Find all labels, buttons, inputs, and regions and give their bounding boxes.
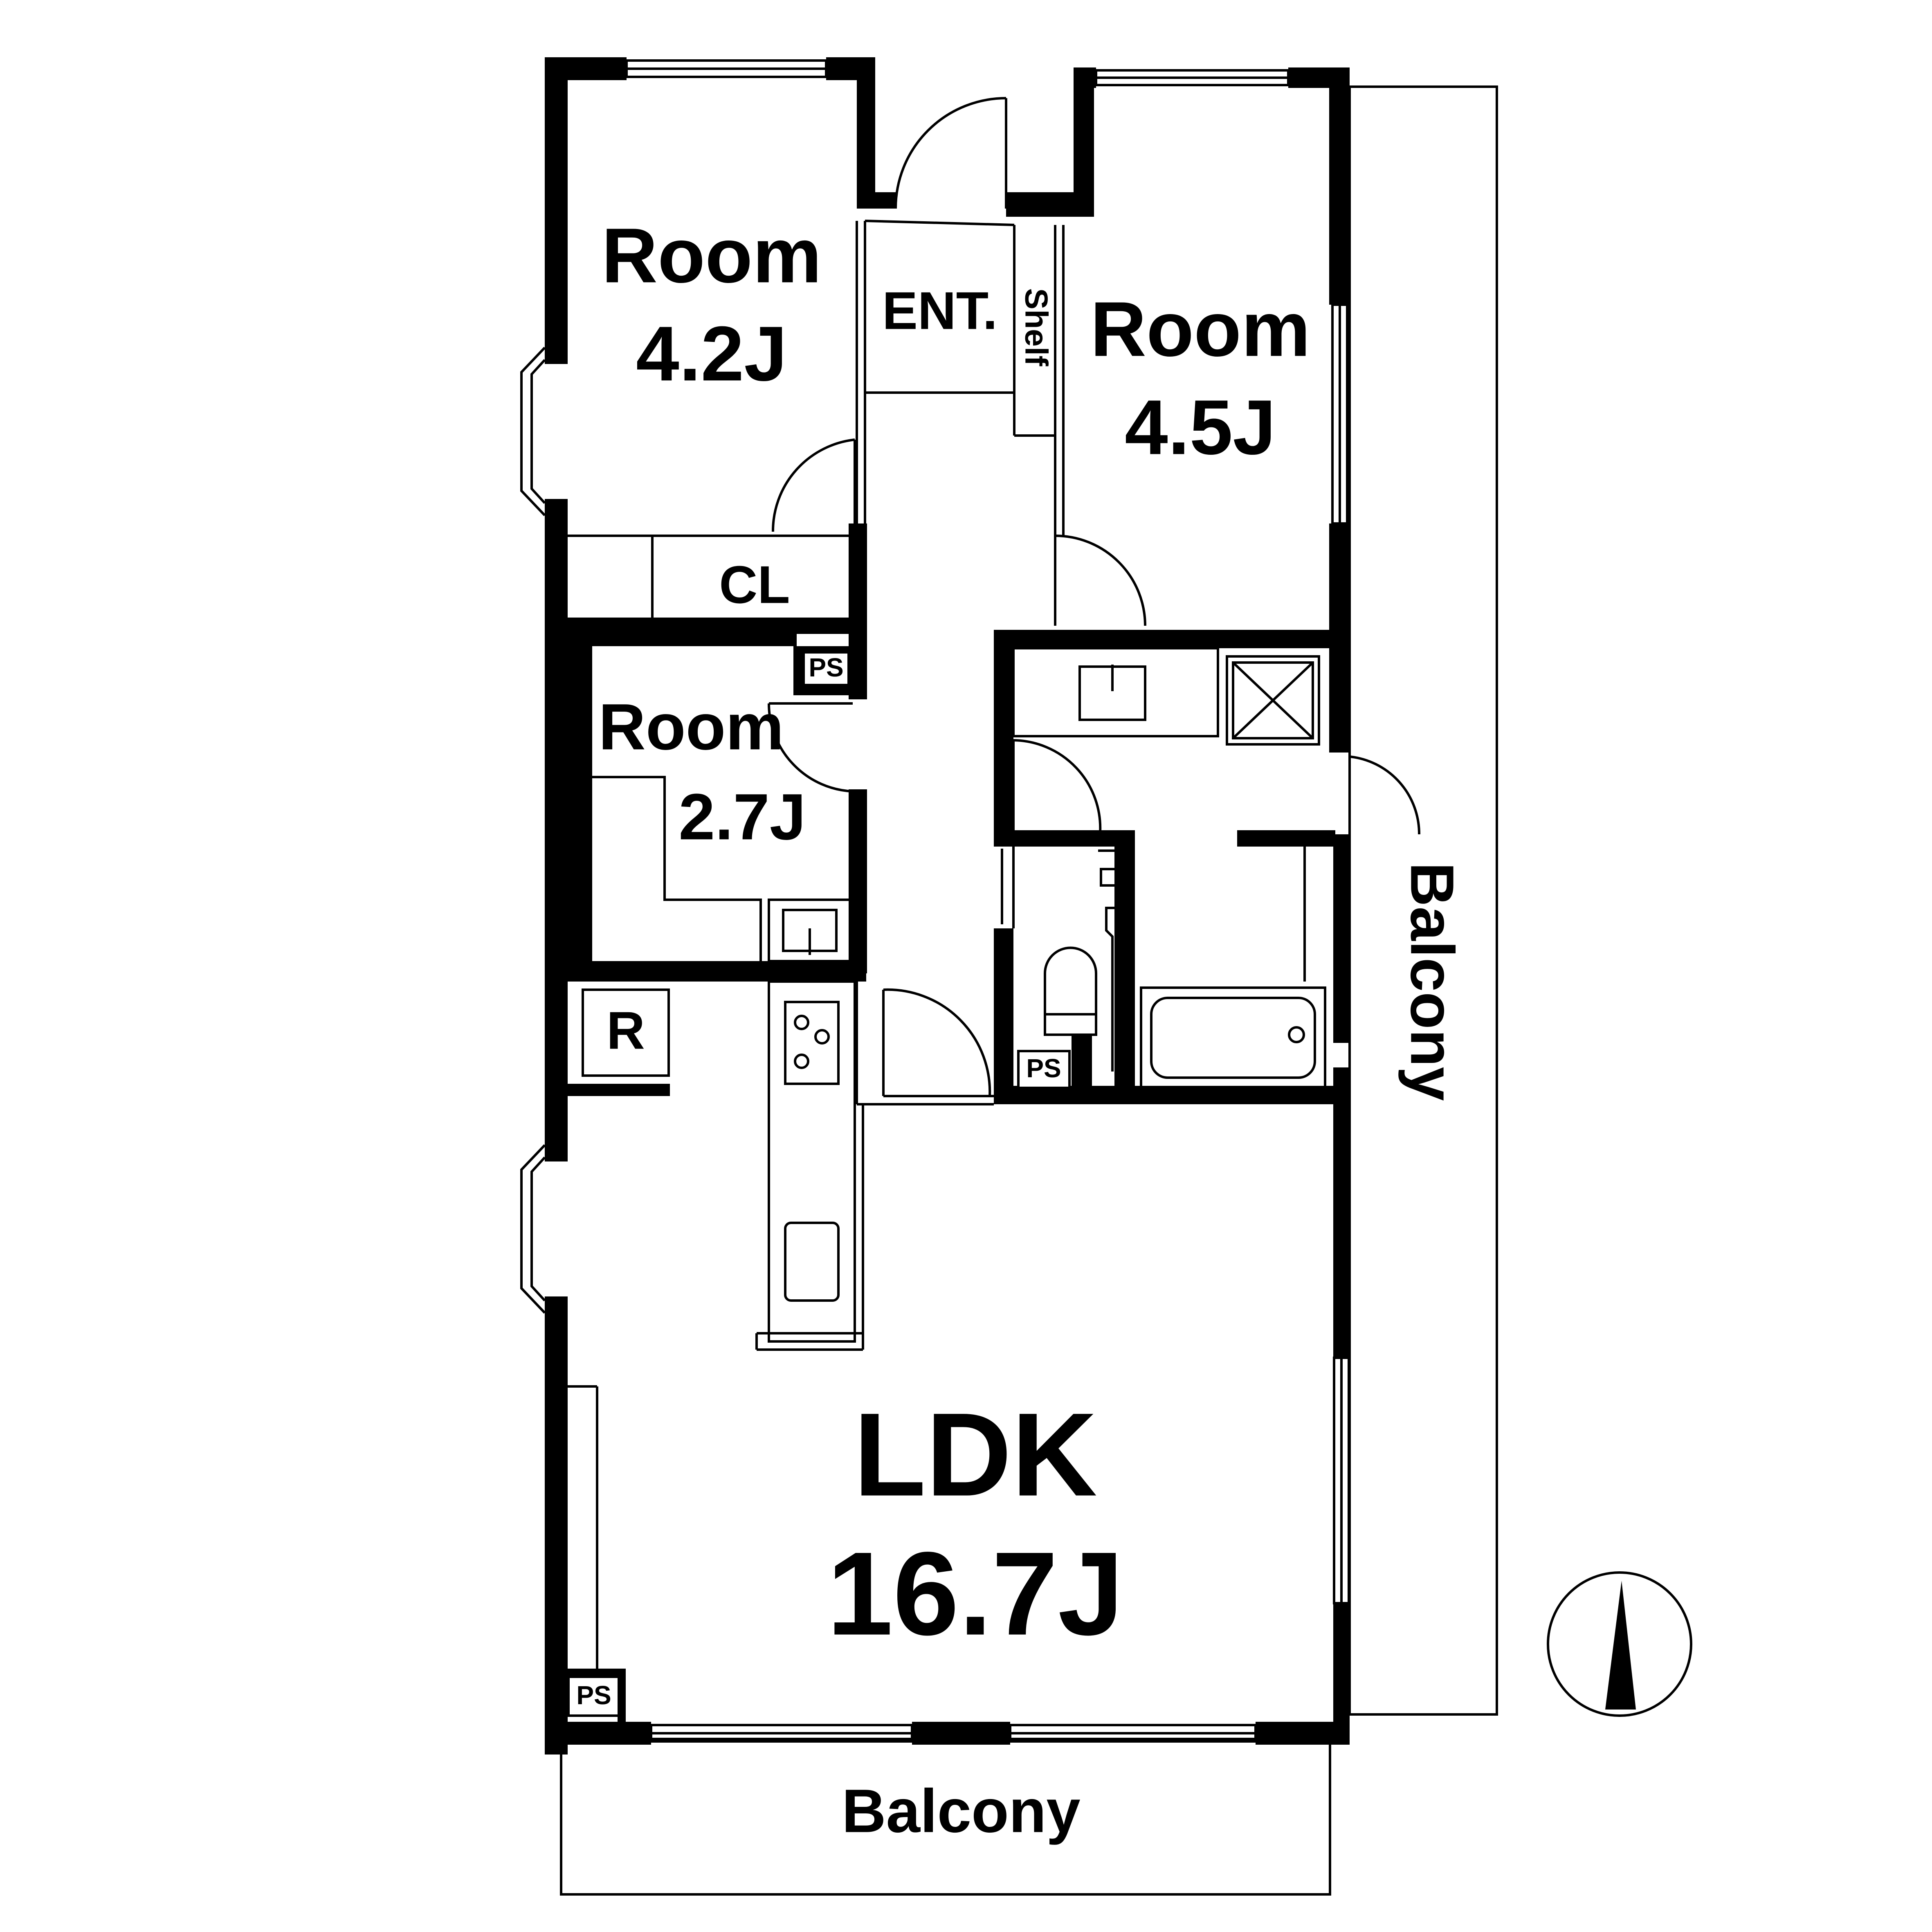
ldk-size: 16.7J: [827, 1528, 1124, 1660]
ps-box-toilet: [1017, 1050, 1071, 1089]
room-b-name: Room: [1090, 286, 1310, 373]
ps-box-room: [802, 651, 850, 686]
ps-label-ldk: PS: [576, 1680, 611, 1710]
north-arrow-icon: [1547, 1571, 1692, 1717]
ldk-name: LDK: [854, 1388, 1097, 1521]
outer-walls: [545, 57, 1350, 1755]
partitions: [568, 220, 1306, 1669]
ps-label-room: PS: [809, 653, 843, 682]
shelf-label: Shelf: [1018, 288, 1054, 367]
wash-basin: [1012, 647, 1219, 737]
fixtures: [582, 647, 1326, 1302]
room-c-size: 2.7J: [678, 780, 806, 853]
toilet: [1098, 849, 1120, 1072]
entrance-label: ENT.: [882, 281, 997, 340]
bathtub: [1140, 986, 1326, 1089]
ps-label-toilet: PS: [1026, 1054, 1061, 1083]
closet-label: CL: [719, 555, 790, 614]
room-a-name: Room: [602, 212, 822, 299]
stove: [784, 1001, 840, 1085]
balcony-side-label: Balcony: [1398, 862, 1467, 1101]
room-b-size: 4.5J: [1125, 384, 1276, 471]
room-c-name: Room: [598, 690, 784, 763]
washing-machine: [1226, 655, 1320, 746]
interior-walls: [568, 523, 1335, 1104]
balcony-bottom-label: Balcony: [842, 1777, 1081, 1845]
fridge-label: R: [607, 1000, 645, 1060]
room-a-size: 4.2J: [636, 310, 787, 397]
fridge-space: [582, 988, 670, 1077]
kitchen-sink: [784, 1222, 840, 1302]
doors: [767, 97, 1421, 1097]
windows: [520, 59, 1350, 1743]
